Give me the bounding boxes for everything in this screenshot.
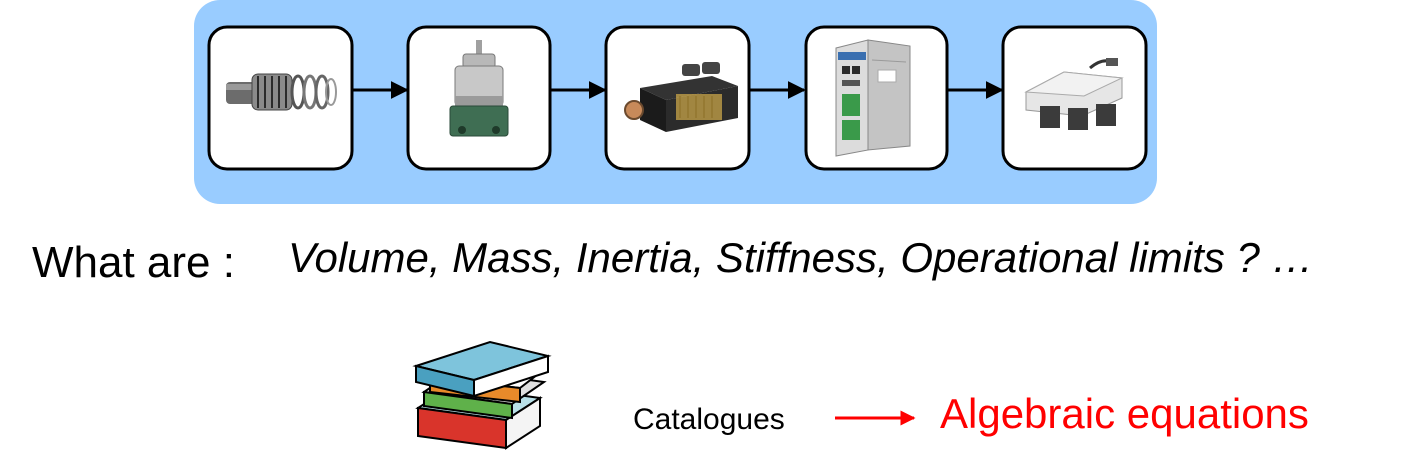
component-box-servo-motor [604,25,751,171]
component-box-battery-pack [1001,25,1148,171]
catalogues-label: Catalogues [633,403,785,436]
books-icon [412,340,552,450]
battery-pack-icon [1024,58,1124,130]
question-items: Volume, Mass, Inertia, Stiffness, Operat… [288,234,1314,281]
component-box-drive-controller [804,25,949,171]
servo-motor-icon [624,62,738,132]
algebraic-equations-label: Algebraic equations [940,390,1309,437]
drive-controller-icon [835,39,911,157]
component-box-roller-screw [207,25,354,171]
gearbox-icon [449,40,509,137]
roller-screw-icon [226,73,337,111]
question-label: What are : [32,238,235,287]
component-box-gearbox [406,25,552,171]
